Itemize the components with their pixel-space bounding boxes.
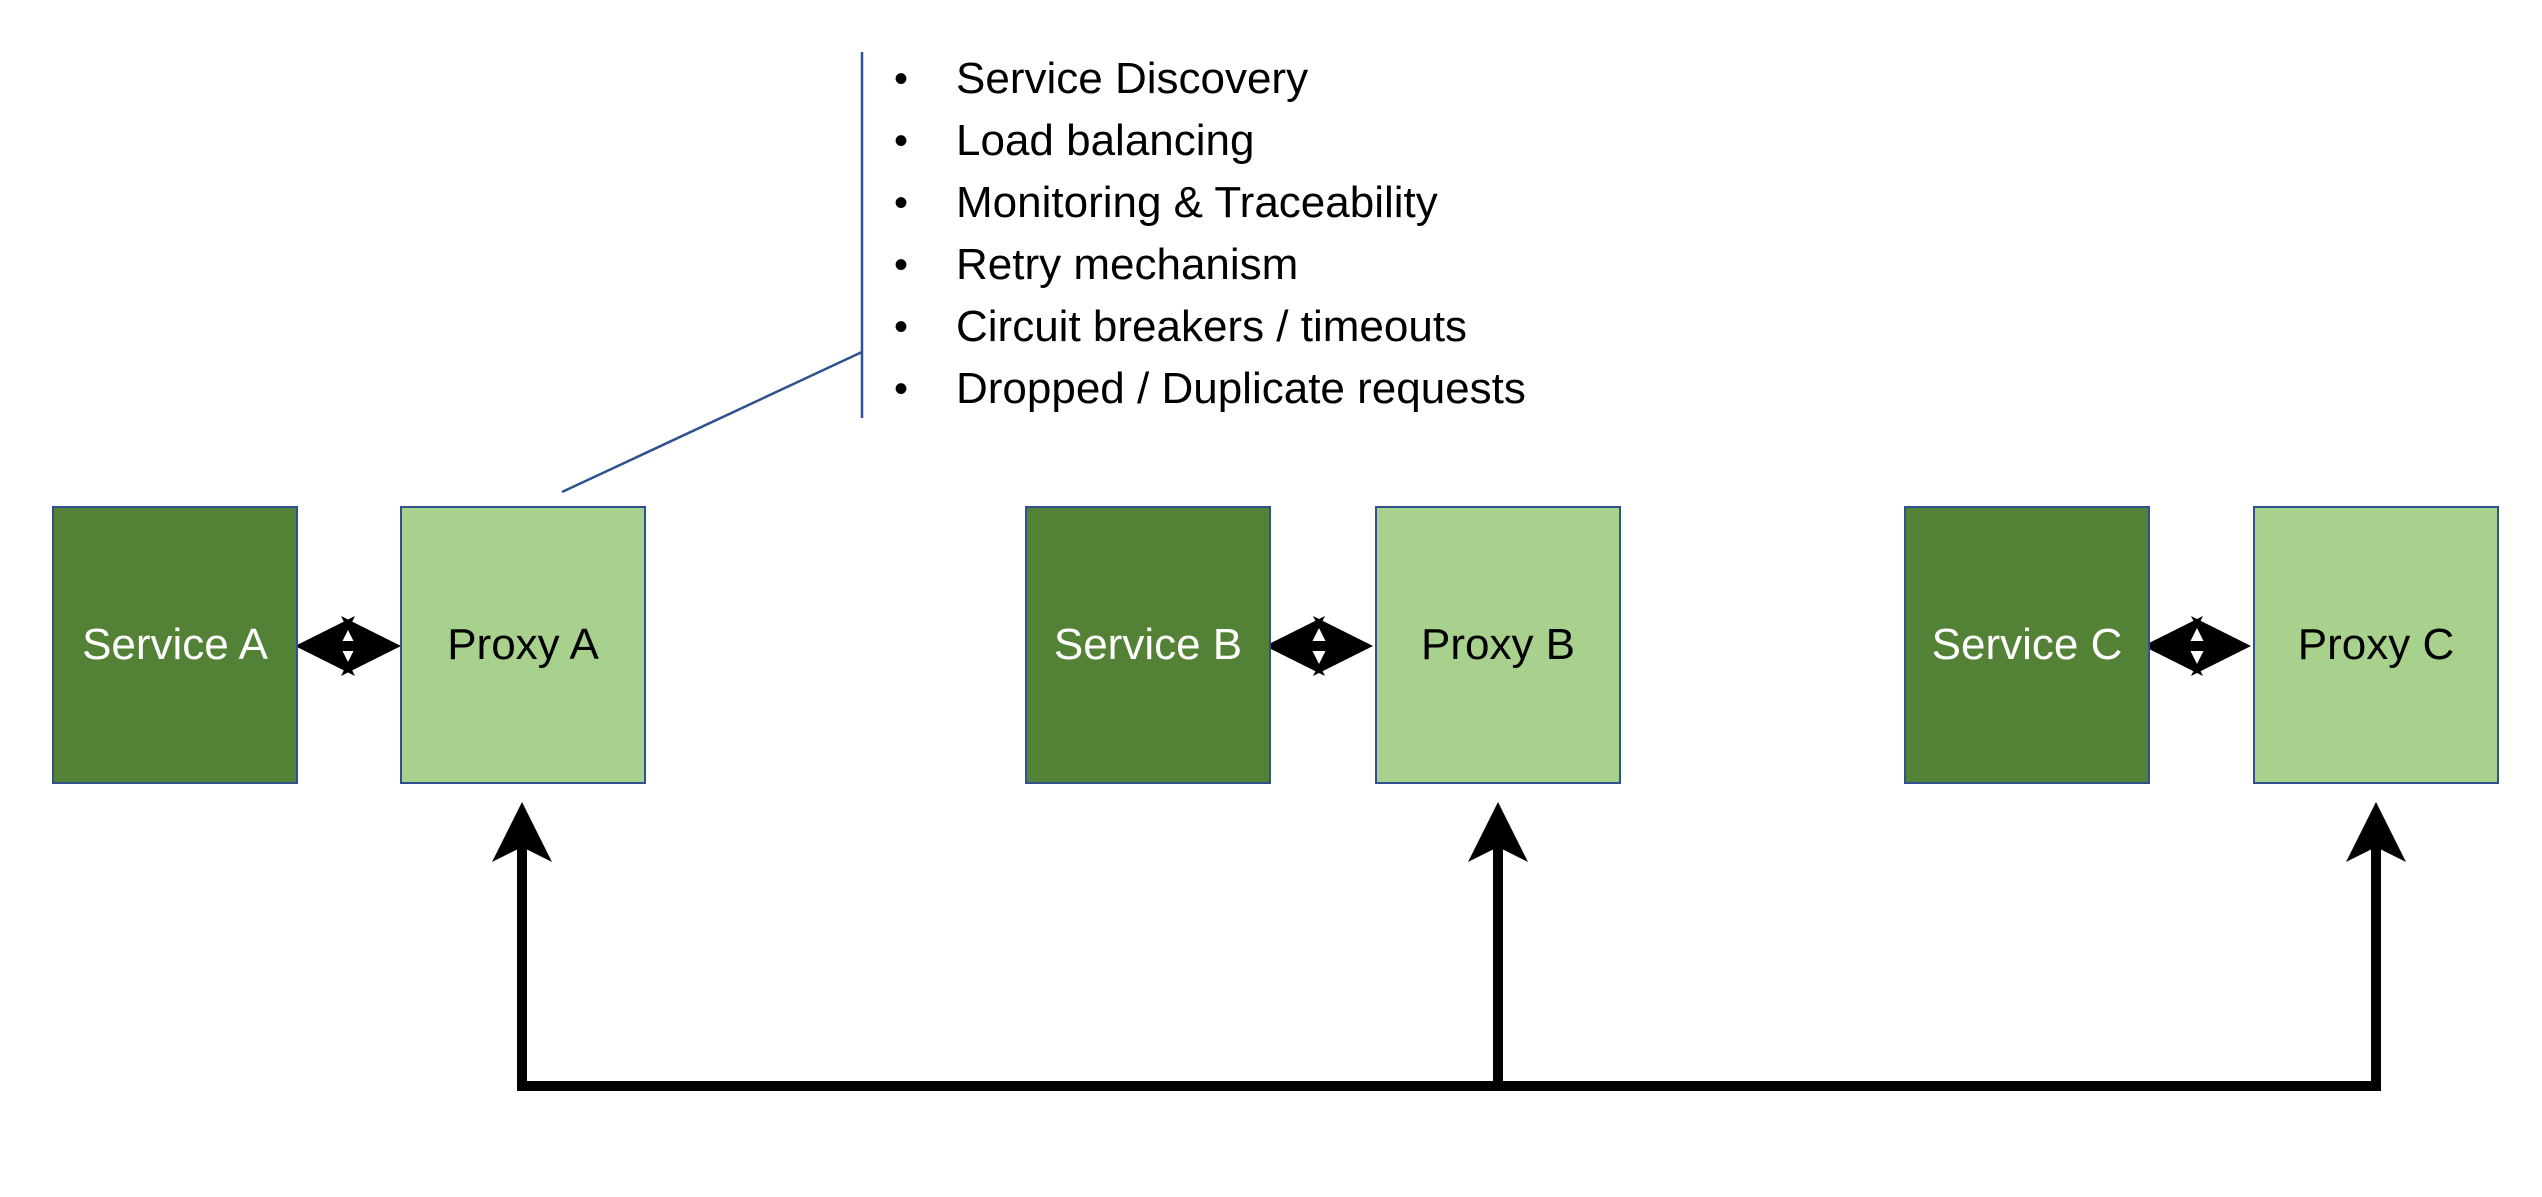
- service-b-box: Service B: [1025, 506, 1271, 784]
- service-c-box: Service C: [1904, 506, 2150, 784]
- proxy-c-box: Proxy C: [2253, 506, 2499, 784]
- capability-item: Circuit breakers / timeouts: [886, 296, 1526, 358]
- capability-item: Monitoring & Traceability: [886, 172, 1526, 234]
- callout-leader-line: [561, 350, 863, 494]
- capability-item: Retry mechanism: [886, 234, 1526, 296]
- proxy-b-box: Proxy B: [1375, 506, 1621, 784]
- service-a-box: Service A: [52, 506, 298, 784]
- proxy-capabilities-list: Service Discovery Load balancing Monitor…: [886, 48, 1526, 420]
- capability-item: Dropped / Duplicate requests: [886, 358, 1526, 420]
- capability-item: Service Discovery: [886, 48, 1526, 110]
- proxy-a-box: Proxy A: [400, 506, 646, 784]
- capability-item: Load balancing: [886, 110, 1526, 172]
